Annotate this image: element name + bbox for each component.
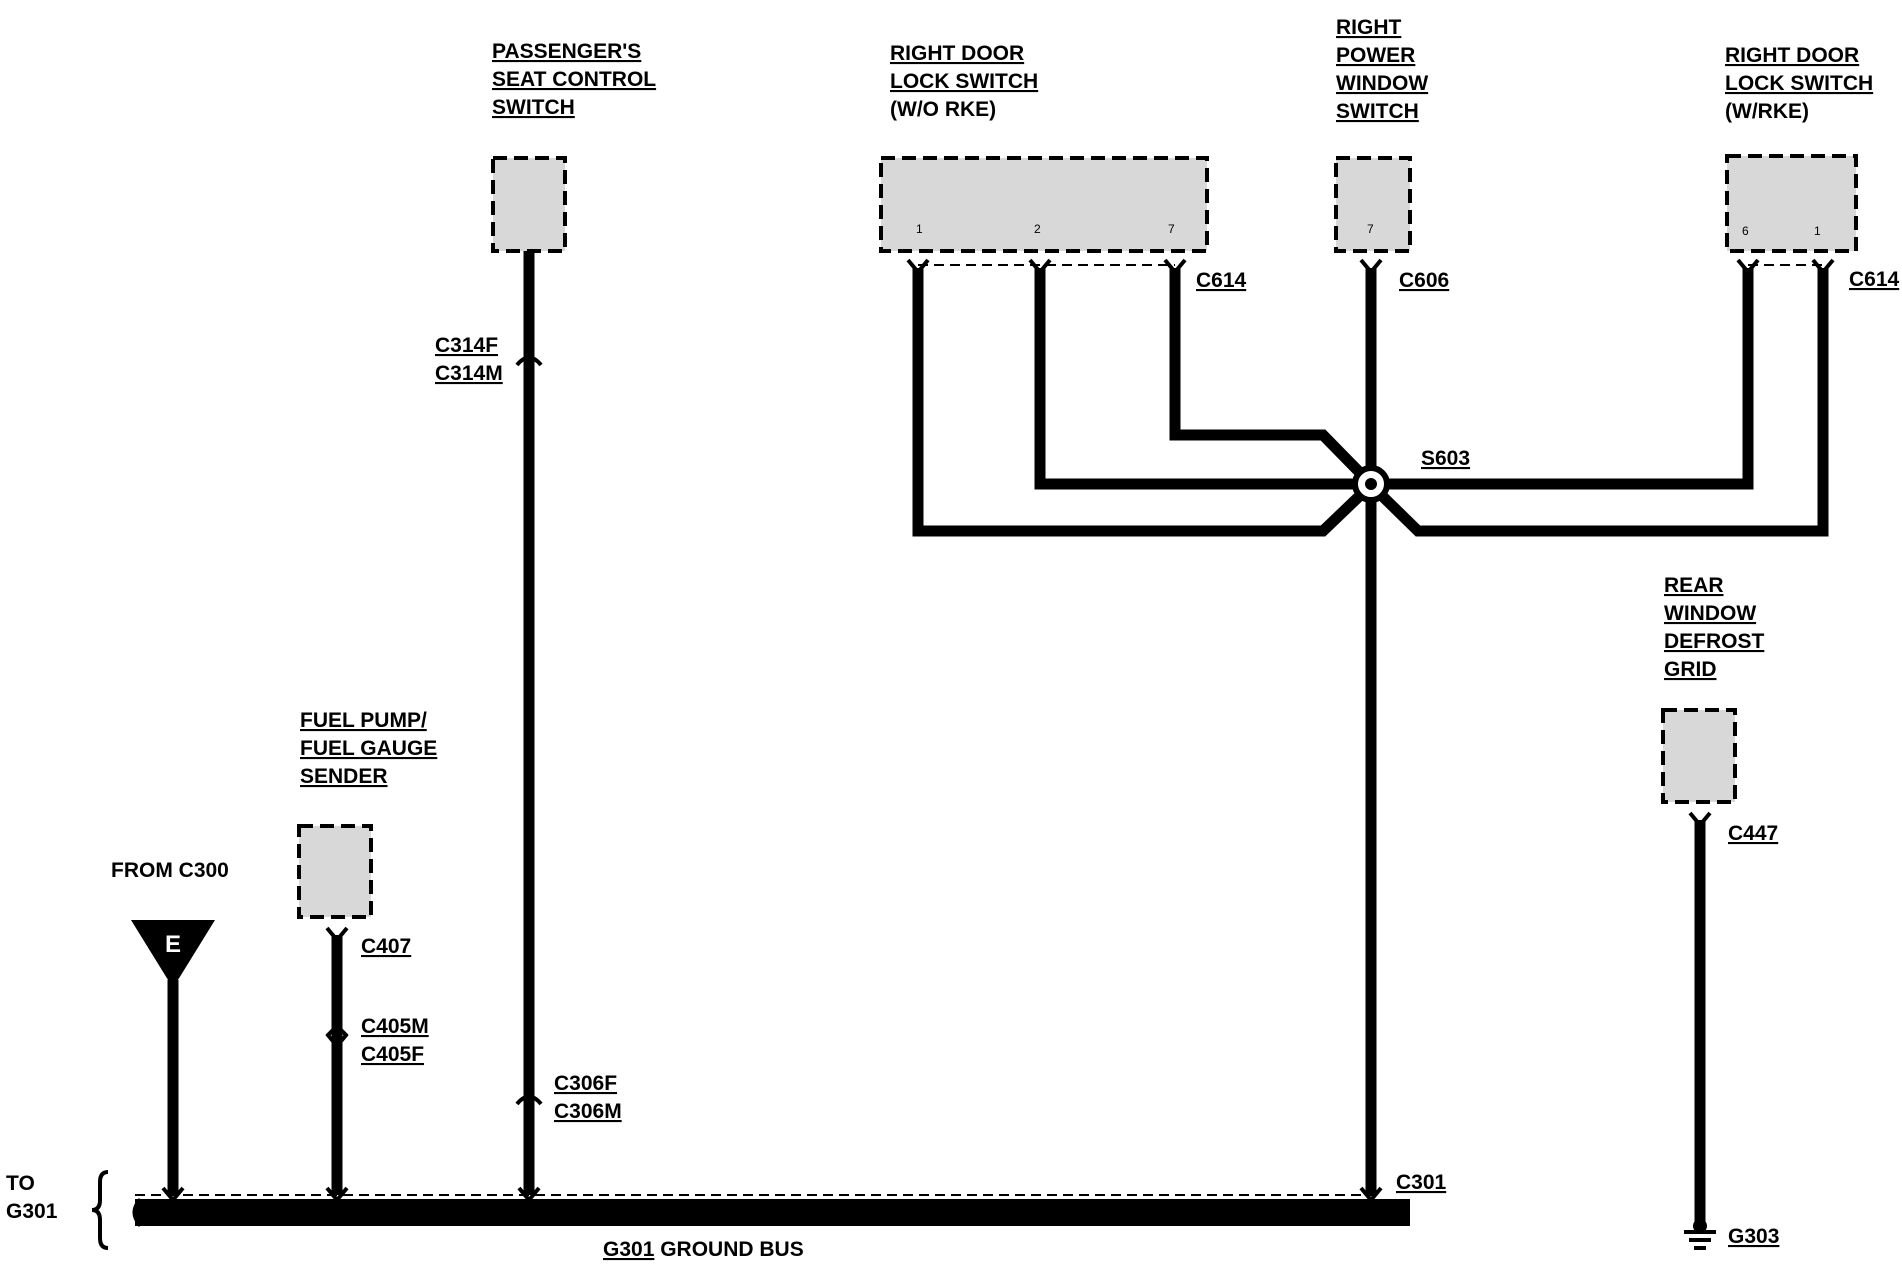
rdl-w-rke-switch-box <box>1725 154 1858 253</box>
connector-c306m: C306M <box>554 1100 622 1123</box>
from-c300-label: FROM C300 <box>111 859 229 882</box>
pin-label: 1 <box>1814 224 1821 238</box>
rdl-wo-rke-label-3: (W/O RKE) <box>890 98 996 121</box>
ground-g303-label: G303 <box>1728 1225 1779 1248</box>
to-label: TO <box>6 1172 35 1195</box>
connector-c614-right: C614 <box>1849 268 1900 291</box>
rdl-w-rke-label-3: (W/RKE) <box>1725 100 1809 123</box>
ground-bus-brace <box>91 1170 109 1250</box>
connector-c407: C407 <box>361 935 411 958</box>
rpw-label-1: RIGHT <box>1336 16 1402 39</box>
rdl-w-rke-label-2: LOCK SWITCH <box>1725 72 1873 95</box>
ground-bus-id: G301 <box>603 1238 655 1261</box>
rdl-wo-rke-label-1: RIGHT DOOR <box>890 42 1024 65</box>
pin-label: 6 <box>1742 224 1749 238</box>
connector-c306f: C306F <box>554 1072 617 1095</box>
rdl-wo-rke-switch-box <box>879 156 1209 253</box>
rpw-label-3: WINDOW <box>1336 72 1428 95</box>
wire-rdl-pin7 <box>1169 268 1375 488</box>
rdl-wo-rke-label-2: LOCK SWITCH <box>890 70 1038 93</box>
e-label: E <box>165 931 181 958</box>
connector-c614-left: C614 <box>1196 269 1247 292</box>
connector-c314m: C314M <box>435 362 503 385</box>
inline-connector-marks <box>325 355 543 1106</box>
rear-defrost-label-3: DEFROST <box>1664 630 1765 653</box>
ground-bus-label: G301 GROUND BUS <box>603 1238 804 1261</box>
rear-defrost-label-1: REAR <box>1664 574 1724 597</box>
wire-rdl-rke-pin6 <box>1371 268 1754 490</box>
rear-defrost-label-4: GRID <box>1664 658 1717 681</box>
fuel-pump-sender-box <box>297 824 373 919</box>
g301-ground-bus <box>135 1199 1410 1226</box>
pin-label: 7 <box>1168 222 1175 236</box>
rpw-label-4: SWITCH <box>1336 100 1419 123</box>
connector-c606: C606 <box>1399 269 1449 292</box>
connector-c447: C447 <box>1728 822 1778 845</box>
passenger-seat-label-1: PASSENGER'S <box>492 40 641 63</box>
connector-c314f: C314F <box>435 334 498 357</box>
splice-s603-dot <box>1365 478 1377 490</box>
connector-c405f: C405F <box>361 1043 424 1066</box>
fuel-pump-label-2: FUEL GAUGE <box>300 737 437 760</box>
fuel-pump-label-1: FUEL PUMP/ <box>300 709 427 732</box>
wire-rdl-pin2 <box>1034 268 1371 490</box>
passenger-seat-switch-box <box>491 156 567 253</box>
passenger-seat-label-2: SEAT CONTROL <box>492 68 656 91</box>
wire-rdl-rke-pin1 <box>1367 268 1829 537</box>
passenger-seat-label-3: SWITCH <box>492 96 575 119</box>
fuel-pump-label-3: SENDER <box>300 765 388 788</box>
pin-label: 7 <box>1367 222 1374 236</box>
wire-rdl-pin1 <box>912 268 1375 537</box>
ground-bus-text: GROUND BUS <box>660 1238 804 1261</box>
rpw-switch-box <box>1334 156 1412 253</box>
ground-bus-end <box>132 1197 142 1227</box>
ground-symbol-g303 <box>1684 1230 1716 1250</box>
rear-defrost-grid-box <box>1661 708 1737 804</box>
ground-g303-dot <box>1693 1219 1707 1233</box>
to-g301-label: G301 <box>6 1200 58 1223</box>
pin-label: 1 <box>916 222 923 236</box>
connector-c405m: C405M <box>361 1015 429 1038</box>
rear-defrost-label-2: WINDOW <box>1664 602 1756 625</box>
rdl-w-rke-label-1: RIGHT DOOR <box>1725 44 1859 67</box>
terminal-marks <box>161 258 1835 1204</box>
pin-label: 2 <box>1034 222 1041 236</box>
splice-s603-label: S603 <box>1421 447 1470 470</box>
from-c300-triangle <box>131 920 215 988</box>
rpw-label-2: POWER <box>1336 44 1415 67</box>
connector-c301: C301 <box>1396 1171 1447 1194</box>
